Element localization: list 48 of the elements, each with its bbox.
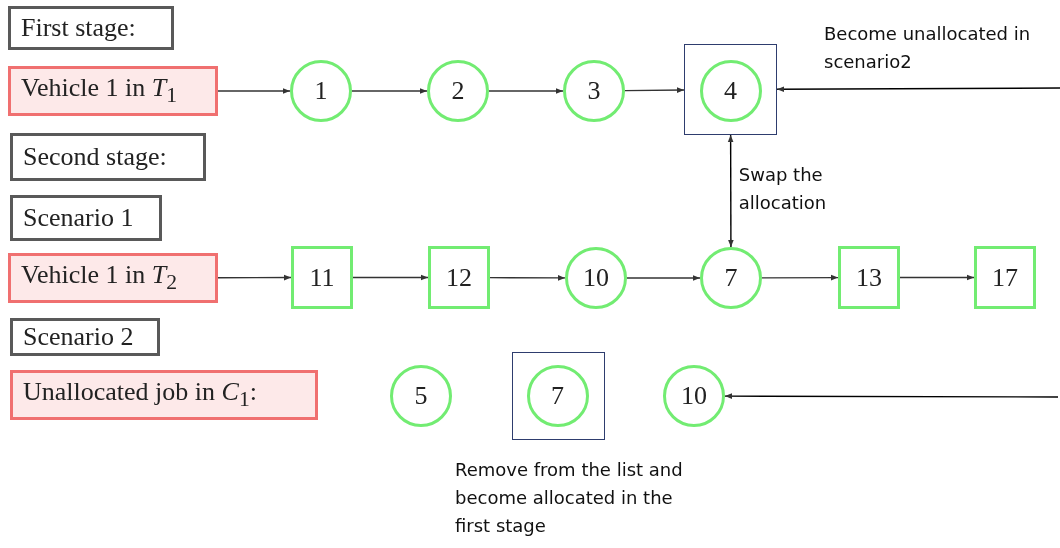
stage-label (10, 318, 160, 356)
arrow (489, 275, 566, 281)
job-square (428, 246, 490, 309)
job-square (291, 246, 353, 309)
node-text: 1 (314, 78, 328, 104)
arrow (899, 274, 975, 281)
node-text: Scenario 1 (23, 205, 134, 231)
arrow (761, 274, 839, 281)
node-text: Scenario 2 (23, 324, 134, 350)
arrow (217, 274, 292, 281)
arrow (624, 87, 685, 93)
node-text: 13 (856, 264, 882, 291)
job-square (838, 246, 900, 309)
node-text: 4 (724, 77, 737, 104)
arrow (724, 393, 1059, 399)
annotation-text: Remove from the list and become allocated in the first stage (455, 458, 684, 538)
node-text: Vehicle 1 in T$_{1}$ (21, 75, 177, 107)
arrow (727, 134, 734, 248)
arrow (351, 88, 428, 94)
stage-label (10, 195, 162, 241)
node-text: First stage: (21, 15, 136, 41)
node-text: 12 (446, 264, 472, 291)
arrow (352, 274, 429, 281)
annotation-text: Become unallocated in scenario2 (824, 22, 1032, 74)
node-text: 7 (724, 265, 738, 291)
arrow (217, 88, 291, 94)
stage-label (10, 133, 206, 181)
node-text: Vehicle 1 in T$_{2}$ (21, 262, 177, 294)
stage-label (8, 6, 174, 50)
arrow (626, 275, 701, 281)
node-text: 11 (309, 264, 335, 291)
vehicle-label (8, 253, 218, 303)
node-text: 3 (587, 78, 601, 104)
node-text: Unallocated job in C$_{1}$: (23, 379, 257, 411)
job-square (974, 246, 1036, 309)
node-text: 17 (992, 264, 1018, 291)
highlight-frame (512, 352, 605, 440)
node-text: 2 (451, 78, 465, 104)
vehicle-label (8, 66, 218, 116)
arrow (488, 88, 564, 94)
highlight-frame (684, 44, 777, 135)
arrow (776, 86, 1060, 93)
vehicle-label (10, 370, 318, 420)
node-text: 10 (583, 265, 609, 291)
node-text: 7 (551, 382, 564, 409)
node-text: 5 (414, 383, 428, 409)
node-text: 10 (681, 383, 707, 409)
node-text: Second stage: (23, 144, 167, 170)
